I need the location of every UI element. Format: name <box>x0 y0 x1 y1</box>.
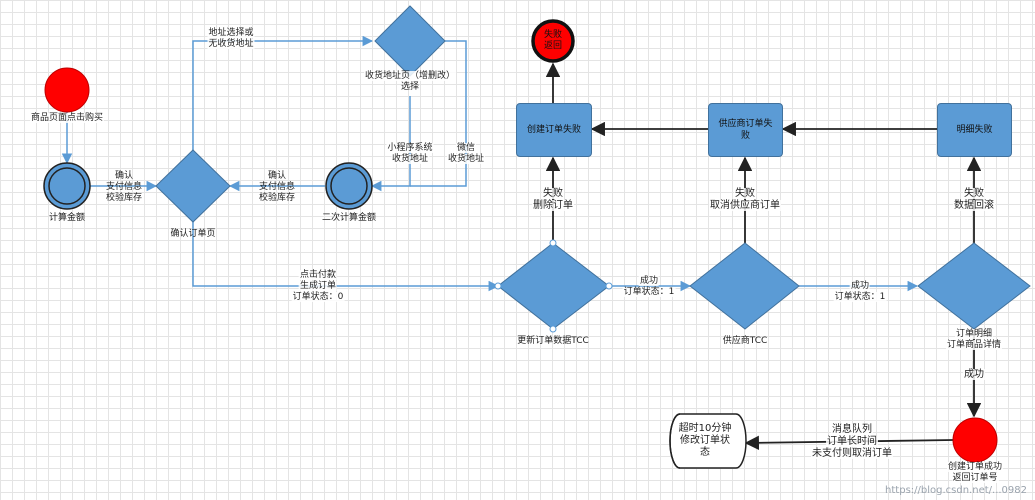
edge-label-confirm-to-address: 地址选择或无收货地址 <box>207 28 255 49</box>
edge-label-pay: 点击付款生成订单订单状态：0 <box>291 270 345 302</box>
edge-label-tcc-success: 成功订单状态：1 <box>622 276 676 297</box>
watermark: https://blog.csdn.net/...0982 <box>885 485 1027 496</box>
create-fail-box[interactable]: 创建订单失败 <box>516 103 592 157</box>
edge-label-wechat: 微信收货地址 <box>446 143 486 164</box>
edge-label-tcc-fail: 失败删除订单 <box>532 188 574 211</box>
supplier-tcc-label: 供应商TCC <box>722 336 768 346</box>
edge-label-detail-fail: 失败数据回滚 <box>953 188 995 211</box>
edge-address-wechat-to-recalc <box>410 40 467 187</box>
create-fail-label: 创建订单失败 <box>526 125 581 135</box>
detail-tcc-label: 订单明细订单商品详情 <box>945 329 1003 350</box>
recalc-total-node[interactable] <box>325 162 373 210</box>
edge-label-calc-to-confirm: 确认支付信息校验库存 <box>105 171 143 203</box>
create-success-node[interactable] <box>952 417 998 463</box>
update-tcc-node[interactable] <box>497 242 610 330</box>
detail-fail-label: 明细失败 <box>956 125 993 135</box>
start-label: 商品页面点击购买 <box>29 113 105 123</box>
supplier-fail-box[interactable]: 供应商订单失败 <box>708 103 783 157</box>
address-page-node[interactable] <box>374 5 446 77</box>
edge-label-detail-success: 成功 <box>963 369 985 380</box>
create-fail-end-node[interactable] <box>531 19 575 63</box>
edge-label-recalc-to-confirm: 确认支付信息校验库存 <box>258 171 296 203</box>
timeout-store-label: 超时10分钟修改订单状态 <box>678 423 732 458</box>
supplier-fail-label: 供应商订单失败 <box>718 119 773 141</box>
timeout-store-node[interactable] <box>669 413 747 469</box>
confirm-order-label: 确认订单页 <box>170 229 216 239</box>
supplier-tcc-node[interactable] <box>689 242 800 330</box>
detail-fail-box[interactable]: 明细失败 <box>937 103 1012 157</box>
recalc-total-label: 二次计算金额 <box>321 213 377 223</box>
start-node[interactable] <box>44 67 90 113</box>
create-fail-end-label: 失败返回 <box>543 30 563 51</box>
edge-confirm-to-tcc <box>192 222 500 292</box>
edge-label-supplier-success: 成功订单状态：1 <box>833 281 887 302</box>
edge-label-supplier-fail: 失败取消供应商订单 <box>709 188 781 211</box>
address-page-label: 收货地址页（增删改）选择 <box>363 71 457 92</box>
edge-label-mini-program: 小程序系统收货地址 <box>386 143 434 164</box>
calc-total-label: 计算金额 <box>48 213 86 223</box>
calc-total-node[interactable] <box>43 162 91 210</box>
update-tcc-ports <box>494 239 613 333</box>
confirm-order-node[interactable] <box>155 149 231 223</box>
create-success-label: 创建订单成功返回订单号 <box>946 462 1004 483</box>
edge-address-mini-to-recalc <box>370 96 411 192</box>
update-tcc-label: 更新订单数据TCC <box>517 336 589 346</box>
edge-label-queue: 消息队列订单长时间未支付则取消订单 <box>811 424 893 459</box>
detail-tcc-node[interactable] <box>917 242 1031 330</box>
edge-confirm-to-address <box>192 35 374 150</box>
